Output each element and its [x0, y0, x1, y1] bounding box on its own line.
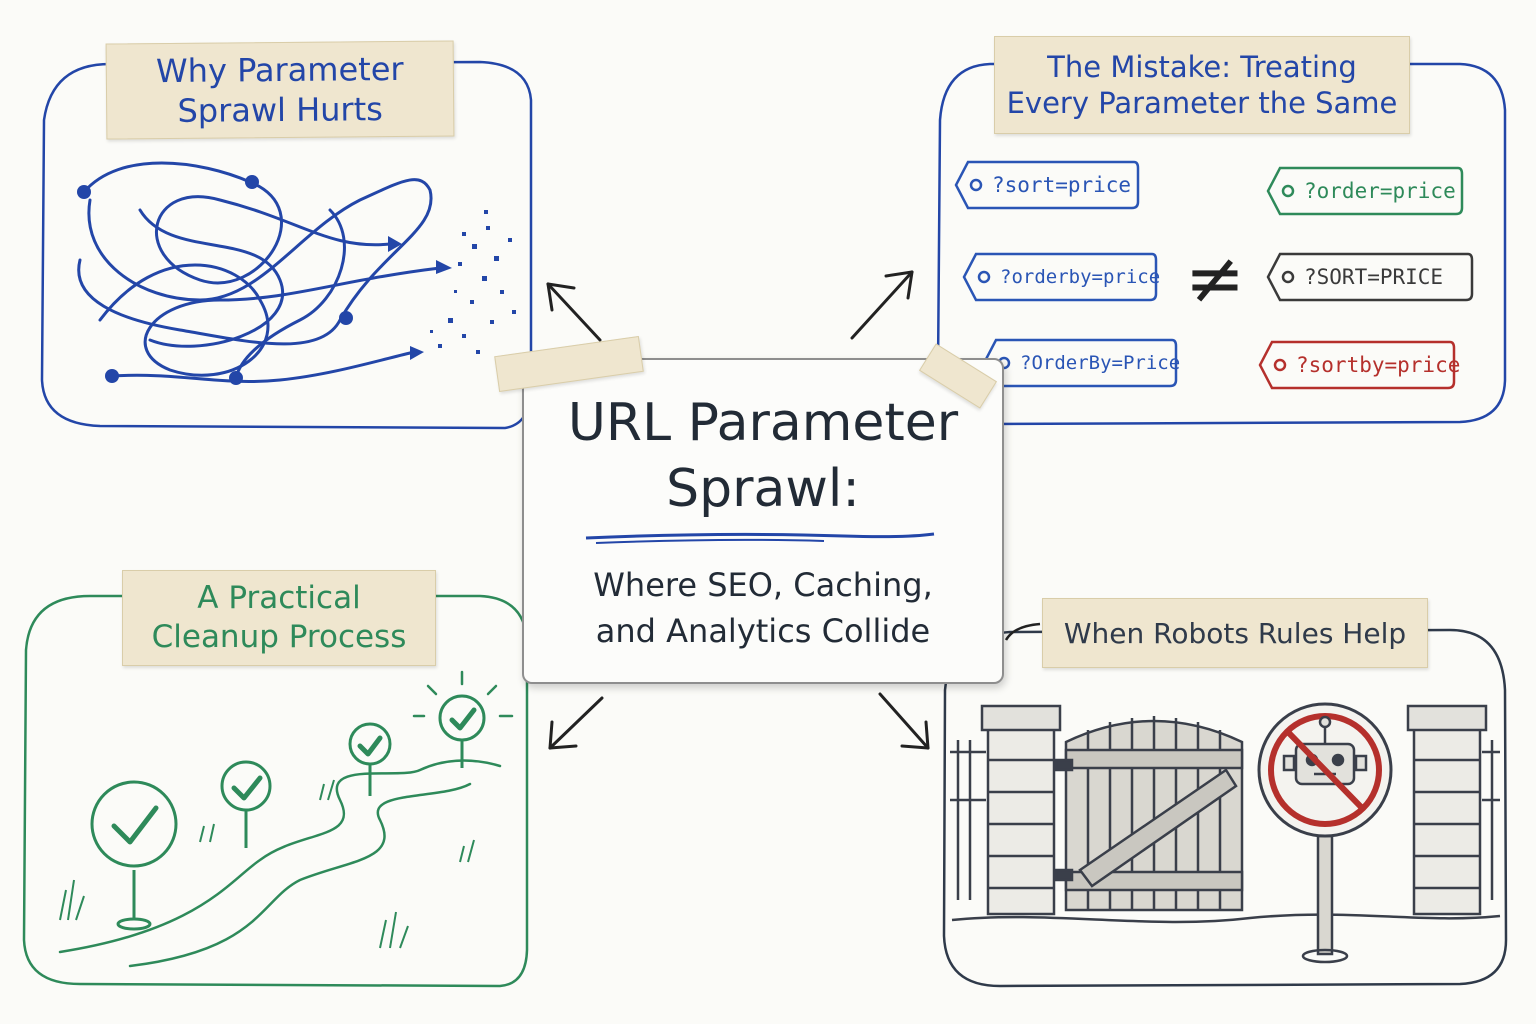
param-tag-OrderBy: ?OrderBy=Price: [982, 338, 1181, 388]
param-tag-order-label: ?order=price: [1304, 179, 1456, 203]
mistake-title-line1: The Mistake: Treating: [1047, 49, 1357, 84]
grass-tufts: [59, 779, 475, 949]
param-tag-order: ?order=price: [1266, 166, 1464, 216]
why-panel-title: Why Parameter Sprawl Hurts: [105, 40, 455, 140]
arrow-to-robots: [878, 692, 930, 750]
center-title: URL Parameter Sprawl:: [524, 390, 1002, 522]
no-robots-sign-icon: [1257, 702, 1393, 838]
mistake-panel-title: The Mistake: Treating Every Parameter th…: [994, 36, 1410, 134]
tangled-path-nodes: [77, 175, 353, 385]
not-equal-sign: ≠: [1184, 236, 1246, 320]
arrow-to-why: [546, 282, 602, 342]
why-title-line1: Why Parameter: [155, 49, 404, 91]
gate-illustration: [950, 704, 1501, 964]
cleanup-title-line1: A Practical: [197, 580, 361, 617]
title-underline: [585, 532, 935, 544]
param-tag-sortby-label: ?sortby=price: [1296, 353, 1461, 377]
tangled-paths-illustration: [77, 161, 442, 383]
sparkle-lines: [412, 670, 514, 718]
arrow-to-mistake: [850, 270, 914, 340]
param-tag-orderby: ?orderby=price: [962, 252, 1161, 302]
path-arrowheads: [388, 236, 452, 360]
param-tag-sort: ?sort=price: [954, 160, 1140, 210]
cleanup-panel-title: A Practical Cleanup Process: [122, 570, 436, 666]
cleanup-title-line2: Cleanup Process: [151, 619, 407, 655]
param-tag-sortby: ?sortby=price: [1258, 340, 1460, 390]
mistake-title-line2: Every Parameter the Same: [1006, 86, 1398, 120]
center-subtitle-line1: Where SEO, Caching,: [593, 566, 933, 604]
why-title-line2: Sprawl Hurts: [177, 90, 383, 130]
checkpoint-signs: [90, 694, 486, 931]
center-subtitle: Where SEO, Caching, and Analytics Collid…: [524, 562, 1002, 654]
center-title-line1: URL Parameter: [567, 393, 959, 453]
center-title-card: URL Parameter Sprawl: Where SEO, Caching…: [522, 358, 1004, 684]
center-subtitle-line2: and Analytics Collide: [595, 612, 931, 650]
param-tag-SORT: ?SORT=PRICE: [1266, 252, 1474, 302]
robots-title-connector: [1004, 622, 1041, 641]
why-panel-frame: [40, 60, 533, 430]
param-tag-sort-label: ?sort=price: [992, 173, 1132, 197]
param-tag-orderby-label: ?orderby=price: [1000, 266, 1161, 288]
robots-panel-title: When Robots Rules Help: [1042, 598, 1428, 668]
arrow-to-cleanup: [548, 696, 604, 750]
cleanup-panel-frame: [22, 594, 529, 988]
scattered-fragments: [430, 210, 516, 354]
center-title-line2: Sprawl:: [666, 459, 860, 519]
param-tag-SORT-label: ?SORT=PRICE: [1304, 265, 1444, 289]
robots-title: When Robots Rules Help: [1063, 616, 1407, 650]
winding-road-illustration: [58, 759, 502, 968]
check-mark-icons: [111, 707, 477, 845]
param-tag-OrderBy-label: ?OrderBy=Price: [1020, 352, 1181, 374]
